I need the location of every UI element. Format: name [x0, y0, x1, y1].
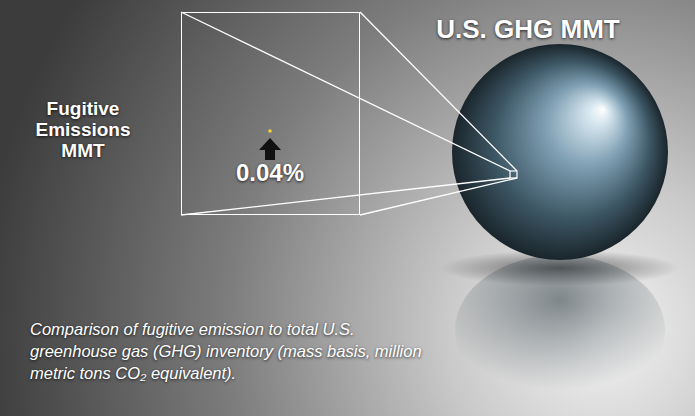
sphere-title: U.S. GHG MMT [428, 14, 628, 44]
percent-value: 0.04% [236, 159, 304, 187]
side-label: Fugitive Emissions MMT [24, 98, 142, 161]
zoom-box: 0.04% [181, 12, 360, 215]
sphere-reflection [455, 255, 665, 405]
sphere [452, 44, 668, 260]
caption: Comparison of fugitive emission to total… [30, 318, 430, 384]
tiny-square [510, 171, 517, 178]
fugitive-dot [268, 129, 272, 133]
up-arrow [259, 138, 281, 160]
